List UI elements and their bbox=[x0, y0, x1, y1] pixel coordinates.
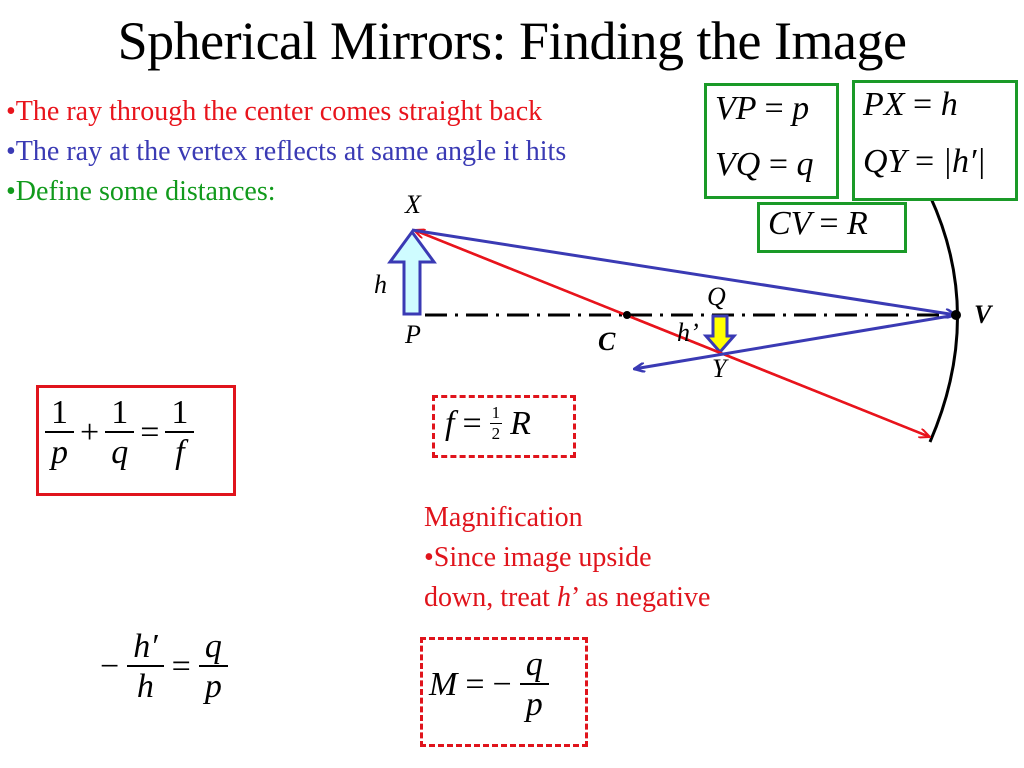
def-vq: VQ = q bbox=[715, 146, 814, 183]
label-y: Y bbox=[712, 354, 727, 383]
bullet-define-distances: •Define some distances: bbox=[6, 176, 276, 207]
bullet-vertex-ray: •The ray at the vertex reflects at same … bbox=[6, 136, 567, 167]
magnification-note-line2: down, treat h’ as negative bbox=[424, 582, 711, 613]
image-arrow bbox=[702, 314, 738, 355]
blue-ray-incident bbox=[411, 228, 956, 315]
vertex-point bbox=[951, 310, 961, 320]
slide-title: Spherical Mirrors: Finding the Image bbox=[117, 11, 907, 71]
red-ray bbox=[413, 228, 930, 437]
object-arrow bbox=[387, 229, 437, 316]
def-qy: QY = |h′| bbox=[863, 143, 986, 180]
label-q: Q bbox=[707, 282, 726, 311]
label-p: P bbox=[405, 320, 421, 349]
definition-box-px-qy: PX = h QY = |h′| bbox=[852, 80, 1018, 201]
label-c: C bbox=[598, 327, 616, 356]
def-px: PX = h bbox=[863, 86, 958, 123]
magnification-heading: Magnification bbox=[424, 502, 583, 533]
label-h-prime: h’ bbox=[677, 318, 699, 347]
label-h: h bbox=[374, 270, 387, 299]
definition-box-vp-vq: VP = p VQ = q bbox=[704, 83, 839, 199]
label-x: X bbox=[405, 190, 421, 219]
label-v: V bbox=[974, 300, 992, 329]
def-vp: VP = p bbox=[715, 90, 810, 127]
blue-ray-reflected bbox=[634, 313, 957, 369]
center-point bbox=[623, 311, 631, 319]
def-cv: CV = R bbox=[768, 205, 868, 242]
definition-box-cv: CV = R bbox=[757, 202, 907, 253]
bullet-center-ray: •The ray through the center comes straig… bbox=[6, 96, 543, 127]
magnification-note-line1: •Since image upside bbox=[424, 542, 652, 573]
